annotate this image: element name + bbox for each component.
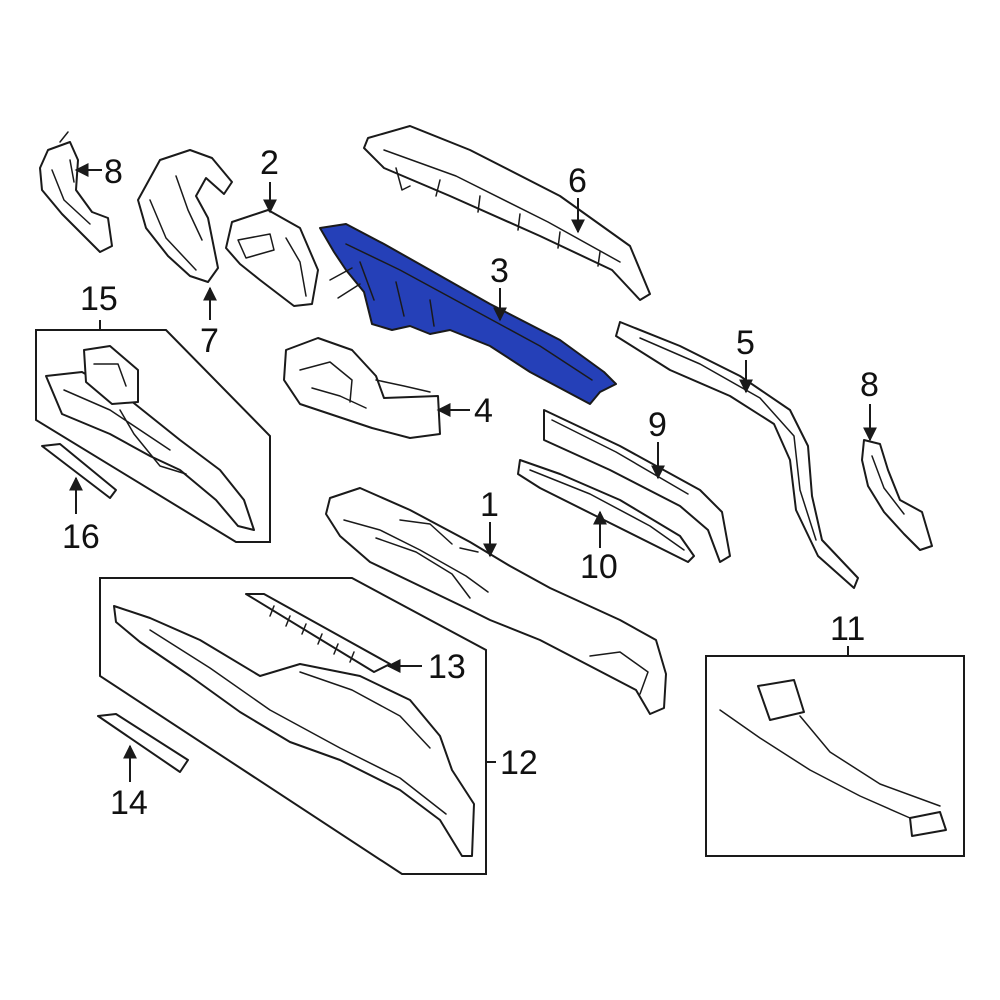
part-4-lower-cover[interactable] xyxy=(283,337,441,439)
callout-labels: 8 2 6 3 7 4 5 8 9 10 1 11 12 13 14 15 16 xyxy=(62,144,879,822)
callout-6: 6 xyxy=(568,162,587,200)
box-11 xyxy=(705,655,965,857)
part-3-cross-member[interactable] xyxy=(319,223,617,405)
part-14-trim-strip[interactable] xyxy=(97,713,189,773)
callout-10: 10 xyxy=(580,548,618,586)
box-15 xyxy=(35,329,271,543)
callout-2: 2 xyxy=(260,144,279,182)
callout-8-right: 8 xyxy=(860,366,879,404)
callout-11: 11 xyxy=(830,610,865,648)
callout-8-left: 8 xyxy=(104,153,123,191)
part-13-label[interactable] xyxy=(245,593,391,673)
callout-13: 13 xyxy=(428,648,466,686)
part-2-column-cover[interactable] xyxy=(225,209,319,307)
callout-3: 3 xyxy=(490,252,509,290)
part-11-wire-harness[interactable] xyxy=(719,679,947,837)
part-8-left-bracket[interactable] xyxy=(39,131,113,253)
part-1-instrument-panel[interactable] xyxy=(325,487,667,715)
callout-9: 9 xyxy=(648,406,667,444)
callout-1: 1 xyxy=(480,486,499,524)
box-12 xyxy=(99,577,487,875)
part-9-trim-panel[interactable] xyxy=(543,409,731,563)
leader-lines xyxy=(69,163,877,782)
callout-15: 15 xyxy=(80,280,118,318)
part-15-switch-panel[interactable] xyxy=(45,345,255,531)
part-16-trim-piece[interactable] xyxy=(41,443,117,499)
part-6-upper-panel[interactable] xyxy=(363,125,651,301)
callout-12: 12 xyxy=(500,744,538,782)
callout-5: 5 xyxy=(736,324,755,362)
part-5-trim-strip[interactable] xyxy=(615,321,859,589)
callout-14: 14 xyxy=(110,784,148,822)
part-12-glove-box[interactable] xyxy=(113,605,475,857)
callout-16: 16 xyxy=(62,518,100,556)
callout-4: 4 xyxy=(474,392,493,430)
part-8-right-bracket[interactable] xyxy=(861,439,933,551)
callout-7: 7 xyxy=(200,322,219,360)
part-7-side-cover[interactable] xyxy=(137,149,233,283)
